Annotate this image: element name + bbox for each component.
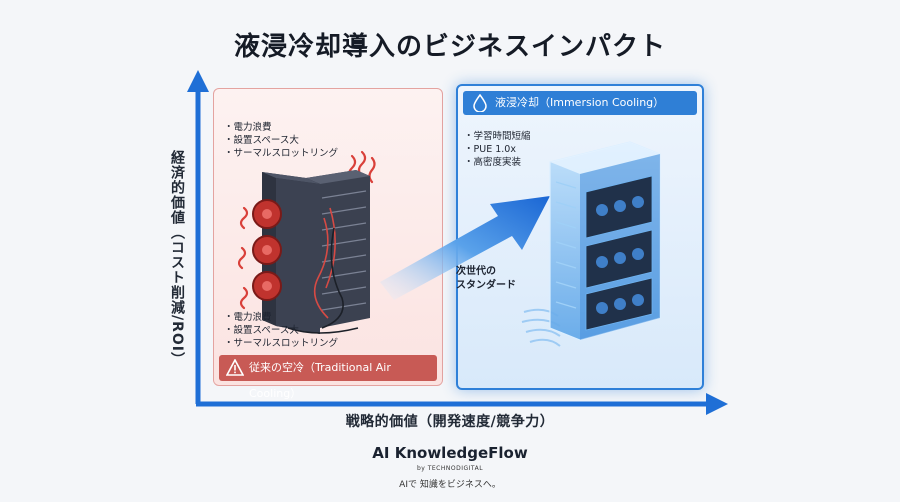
brand-byline: by TECHNODIGITAL xyxy=(416,465,484,472)
list-item: 設置スペース大 xyxy=(224,134,338,147)
brand-tagline: AIで 知識をビジネスへ。 xyxy=(399,480,501,490)
list-item: 学習時間短縮 xyxy=(464,130,531,143)
immersion-cooling-caption-text: 液浸冷却（Immersion Cooling） xyxy=(495,96,665,109)
immersion-cooling-caption: 液浸冷却（Immersion Cooling） xyxy=(463,91,697,115)
immersion-tank-illustration xyxy=(521,141,661,347)
y-axis xyxy=(187,70,209,404)
transition-arrow-icon xyxy=(380,196,550,300)
air-cooling-caption: 従来の空冷（Traditional Air Cooling） xyxy=(219,355,437,400)
air-cooling-issues-bottom: 電力浪費 設置スペース大 サーマルスロットリング xyxy=(224,311,339,350)
x-axis-label: 戦略的価値（開発速度/競争力） xyxy=(345,414,555,430)
air-cooled-servers-illustration xyxy=(238,150,376,334)
air-cooling-issues-top: 電力浪費 設置スペース大 サーマルスロットリング xyxy=(224,121,339,160)
y-axis-label: 経済的価値（コスト削減/ROI） xyxy=(169,150,185,368)
list-item: 電力浪費 xyxy=(224,121,338,134)
x-axis xyxy=(196,393,728,415)
warning-icon xyxy=(226,359,244,376)
air-cooling-caption-text: 従来の空冷（Traditional Air Cooling） xyxy=(249,361,391,400)
list-item: 高密度実装 xyxy=(464,156,531,169)
immersion-benefits: 学習時間短縮 PUE 1.0x 高密度実装 xyxy=(464,130,531,169)
list-item: サーマルスロットリング xyxy=(224,147,339,160)
brand-name: AI KnowledgeFlow xyxy=(372,444,528,462)
list-item: PUE 1.0x xyxy=(464,143,531,156)
page-title: 液浸冷却導入のビジネスインパクト xyxy=(233,32,666,62)
fan-icon xyxy=(252,199,282,301)
list-item: サーマルスロットリング xyxy=(224,337,339,350)
next-generation-label: 次世代の スタンダード xyxy=(456,266,516,291)
list-item: 電力浪費 xyxy=(224,311,338,324)
list-item: 設置スペース大 xyxy=(224,324,338,337)
water-drop-icon xyxy=(473,94,487,112)
